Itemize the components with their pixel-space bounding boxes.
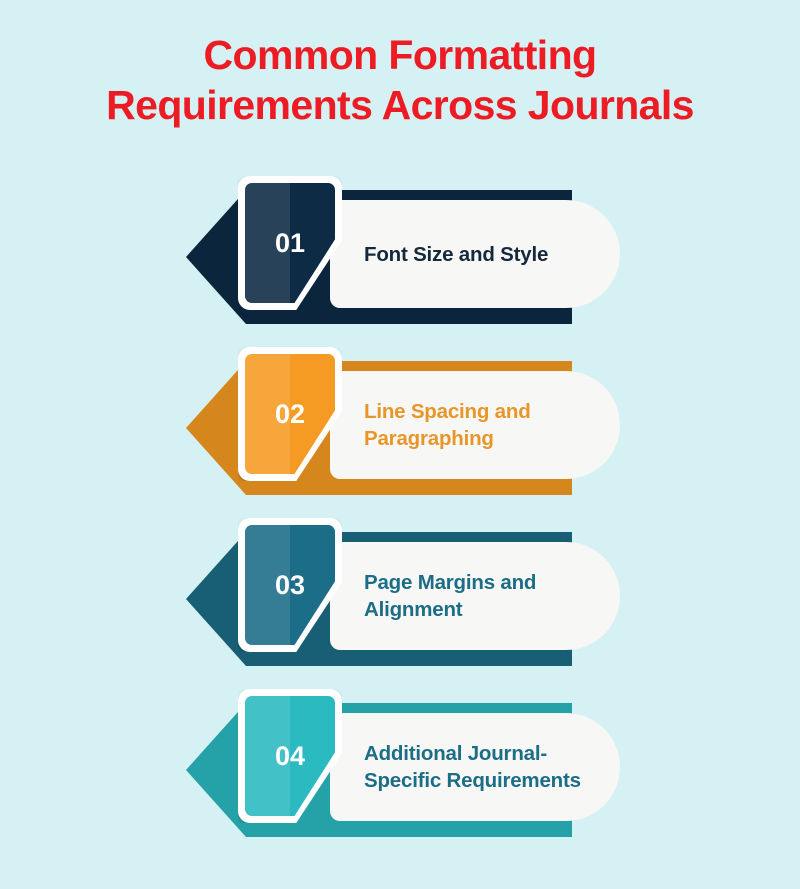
list-item[interactable]: Line Spacing and Paragraphing 02 xyxy=(0,347,800,495)
item-number: 04 xyxy=(274,740,306,771)
badge-highlight xyxy=(245,525,290,645)
list-item[interactable]: Page Margins and Alignment 03 xyxy=(0,518,800,666)
item-card: Page Margins and Alignment xyxy=(330,542,620,650)
list-item[interactable]: Font Size and Style 01 xyxy=(0,176,800,324)
item-card: Line Spacing and Paragraphing xyxy=(330,371,620,479)
badge-highlight xyxy=(245,354,290,474)
page-title: Common Formatting Requirements Across Jo… xyxy=(0,30,800,130)
badge-inner: 04 xyxy=(245,696,335,816)
item-badge: 01 xyxy=(238,176,342,310)
item-number: 03 xyxy=(274,569,306,600)
item-label: Font Size and Style xyxy=(364,242,549,266)
list-item[interactable]: Additional Journal-Specific Requirements… xyxy=(0,689,800,837)
items-list: Font Size and Style 01 Line Spacing and … xyxy=(0,176,800,860)
badge-highlight xyxy=(245,183,290,303)
badge-highlight xyxy=(245,696,290,816)
badge-inner: 02 xyxy=(245,354,335,474)
title-line-1: Common Formatting xyxy=(203,32,598,78)
item-badge: 02 xyxy=(238,347,342,481)
item-label: Page Margins and Alignment xyxy=(364,571,537,621)
item-label: Line Spacing and Paragraphing xyxy=(364,400,531,450)
item-number: 02 xyxy=(274,398,306,429)
title-line-2: Requirements Across Journals xyxy=(106,82,694,128)
item-badge: 04 xyxy=(238,689,342,823)
item-label: Additional Journal-Specific Requirements xyxy=(364,742,581,792)
item-card: Font Size and Style xyxy=(330,200,620,308)
item-number: 01 xyxy=(274,227,306,258)
item-card: Additional Journal-Specific Requirements xyxy=(330,713,620,821)
